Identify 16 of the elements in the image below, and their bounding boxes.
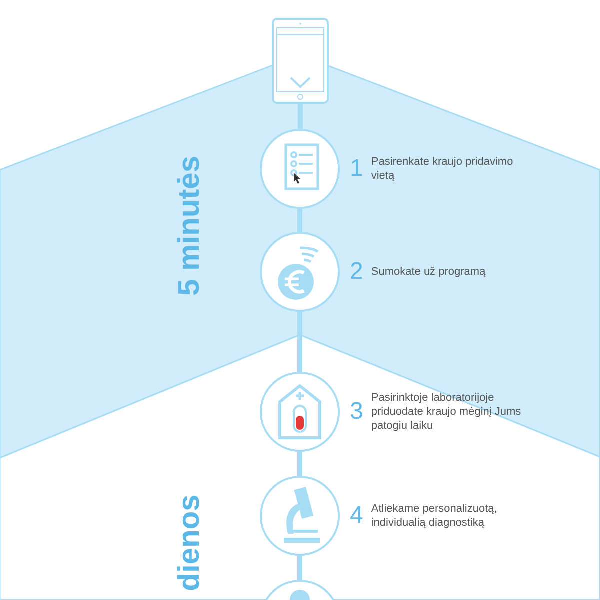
connector-line xyxy=(298,556,302,580)
tablet-drawing xyxy=(272,18,329,104)
connector-line xyxy=(298,452,302,476)
step-description: Pasirinktoje laboratorijoje priduodate kraujo mėginį Jums patogiu laiku xyxy=(371,391,522,433)
step-number: 2 xyxy=(350,260,364,284)
step-number: 3 xyxy=(350,400,364,424)
connector-line xyxy=(298,209,302,232)
step-number: 4 xyxy=(350,504,364,528)
band-title: dienos xyxy=(175,494,205,592)
connector-line xyxy=(298,312,302,372)
step-number: 1 xyxy=(350,157,364,181)
connector-line xyxy=(298,104,303,129)
step-description: Pasirenkate kraujo pridavimo vietą xyxy=(371,155,514,183)
step-description: Sumokate už programą xyxy=(371,265,487,279)
step-description: Atliekame personalizuotą, individualią diagnostiką xyxy=(371,502,498,530)
band-title: 5 minutės xyxy=(175,156,205,296)
